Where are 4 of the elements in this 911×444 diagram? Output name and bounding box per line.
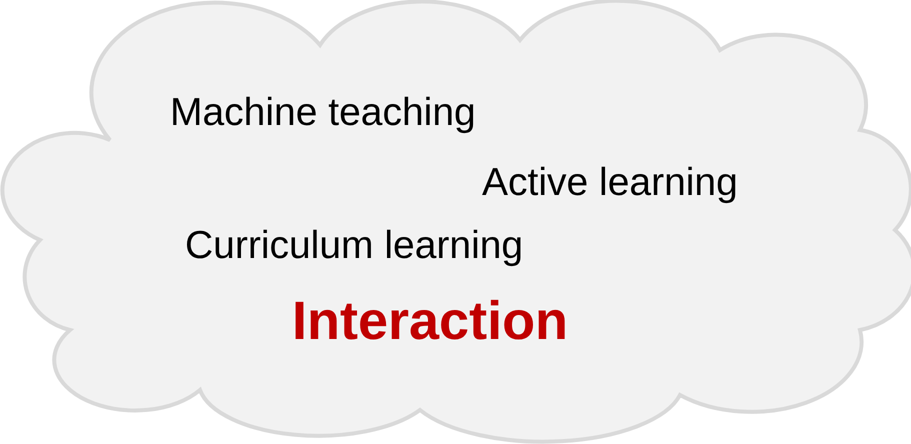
topic-term: Machine teaching	[170, 92, 476, 135]
topic-term: Active learning	[482, 162, 738, 205]
highlight-term: Interaction	[292, 292, 568, 352]
topic-term: Curriculum learning	[185, 225, 524, 268]
